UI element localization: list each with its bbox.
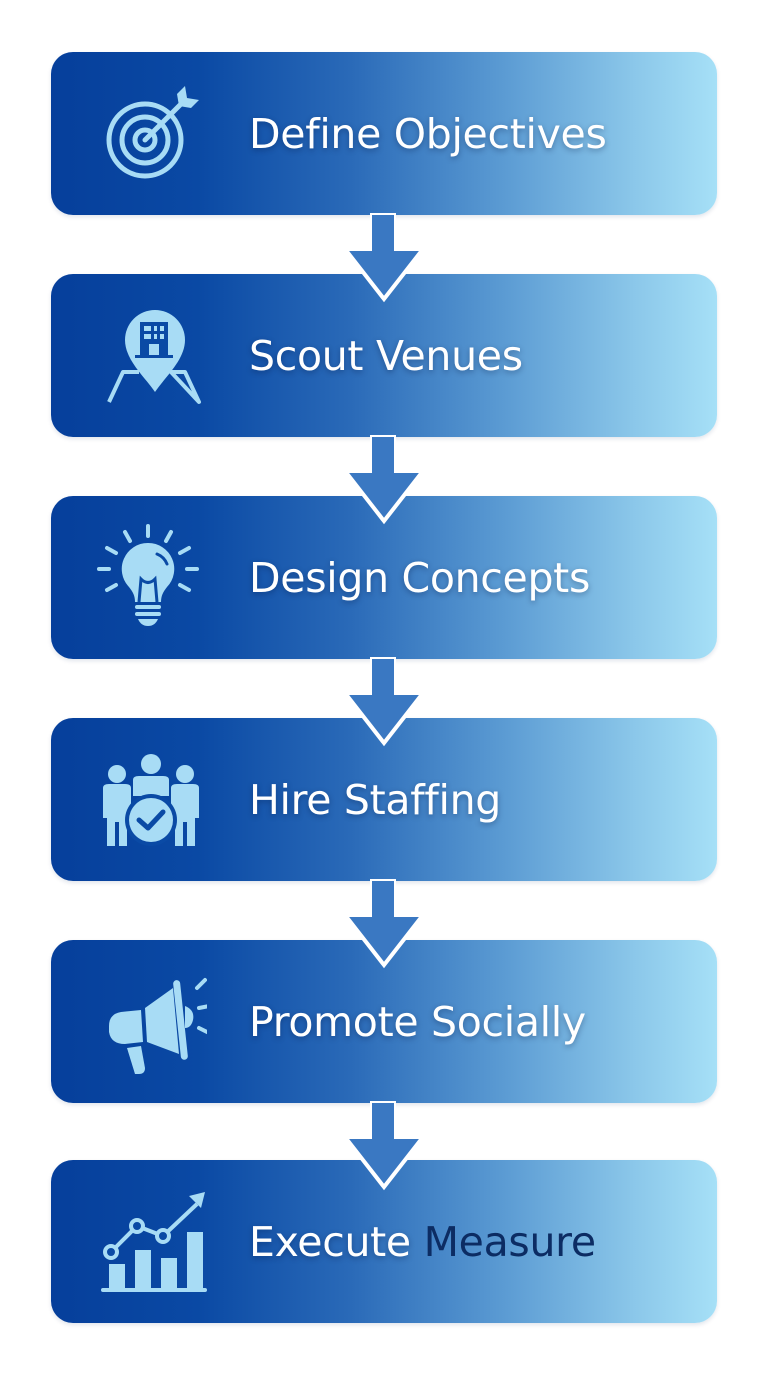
flow-arrow-1 xyxy=(340,213,428,303)
megaphone-icon xyxy=(95,968,207,1076)
label-execute: Execute xyxy=(249,1217,411,1266)
growth-chart-icon xyxy=(95,1188,207,1296)
step-label: Define Objectives xyxy=(249,109,607,158)
target-arrow-icon xyxy=(95,80,207,188)
step-label: Promote Socially xyxy=(249,997,586,1046)
step-label: Execute Measure xyxy=(249,1160,596,1323)
flow-arrow-2 xyxy=(340,435,428,525)
flow-arrow-5 xyxy=(340,1101,428,1191)
team-check-icon xyxy=(95,746,207,854)
step-label: Hire Staffing xyxy=(249,775,502,824)
building-location-pin-icon xyxy=(95,302,207,410)
step-define-objectives: Define Objectives xyxy=(51,52,717,215)
label-measure: Measure xyxy=(423,1217,596,1266)
flow-arrow-3 xyxy=(340,657,428,747)
step-label: Design Concepts xyxy=(249,553,591,602)
flow-arrow-4 xyxy=(340,879,428,969)
lightbulb-icon xyxy=(95,524,207,632)
step-label: Scout Venues xyxy=(249,331,523,380)
